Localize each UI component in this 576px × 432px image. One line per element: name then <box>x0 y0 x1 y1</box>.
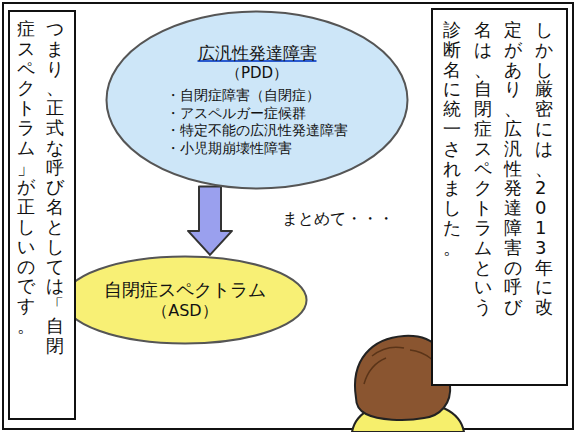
ellipse-content: 広汎性発達障害（PDD） ・自閉症障害（自閉症）・アスペルガー症候群・特定不能の広… <box>166 43 349 157</box>
hair-strand <box>372 347 404 356</box>
ellipse-outline <box>62 255 308 345</box>
arrow-label: まとめて・・・ <box>280 209 396 228</box>
list-item: ・自閉症障害（自閉症） <box>166 87 349 105</box>
narration-box: つまり、正式な呼び名としては「自閉症スペクトラム」が正しいのです。 <box>8 10 76 420</box>
vertical-narration: つまり、正式な呼び名としては「自閉症スペクトラム」が正しいのです。 <box>17 19 66 356</box>
panel-frame <box>3 3 573 429</box>
list-item: ・アスペルガー症候群 <box>166 105 349 123</box>
ellipse-heading: 広汎性発達障害 <box>198 43 317 64</box>
ellipse-text: 自閉症スペクトラム <box>104 279 266 302</box>
list-item: ・特定不能の広汎性発達障害 <box>166 122 349 140</box>
hair-strand <box>364 358 386 384</box>
ellipse-text: （ASD） <box>152 301 217 321</box>
category-ellipse: 自閉症スペクトラム（ASD） <box>62 255 308 345</box>
column-frame: つまり、正式な呼び名としては「自閉症スペクトラム」が正しいのです。 <box>17 19 66 411</box>
category-ellipse: 広汎性発達障害（PDD） ・自閉症障害（自閉症）・アスペルガー症候群・特定不能の広… <box>105 10 409 190</box>
ellipse-content: 自閉症スペクトラム（ASD） <box>104 279 266 322</box>
block-arrow <box>188 187 232 255</box>
ellipse-shape <box>63 257 306 344</box>
ellipse-text: （PDD） <box>226 64 288 83</box>
ellipse-shape <box>107 12 408 189</box>
list-item: ・小児期崩壊性障害 <box>166 140 349 158</box>
narration-box: しかし厳密には、2013年に改定があり、広汎性発達障害の呼び名は、自閉症スペクト… <box>431 8 568 386</box>
column-frame: しかし厳密には、2013年に改定があり、広汎性発達障害の呼び名は、自閉症スペクト… <box>443 20 556 374</box>
vertical-narration: しかし厳密には、2013年に改定があり、広汎性発達障害の呼び名は、自閉症スペクト… <box>443 20 556 317</box>
